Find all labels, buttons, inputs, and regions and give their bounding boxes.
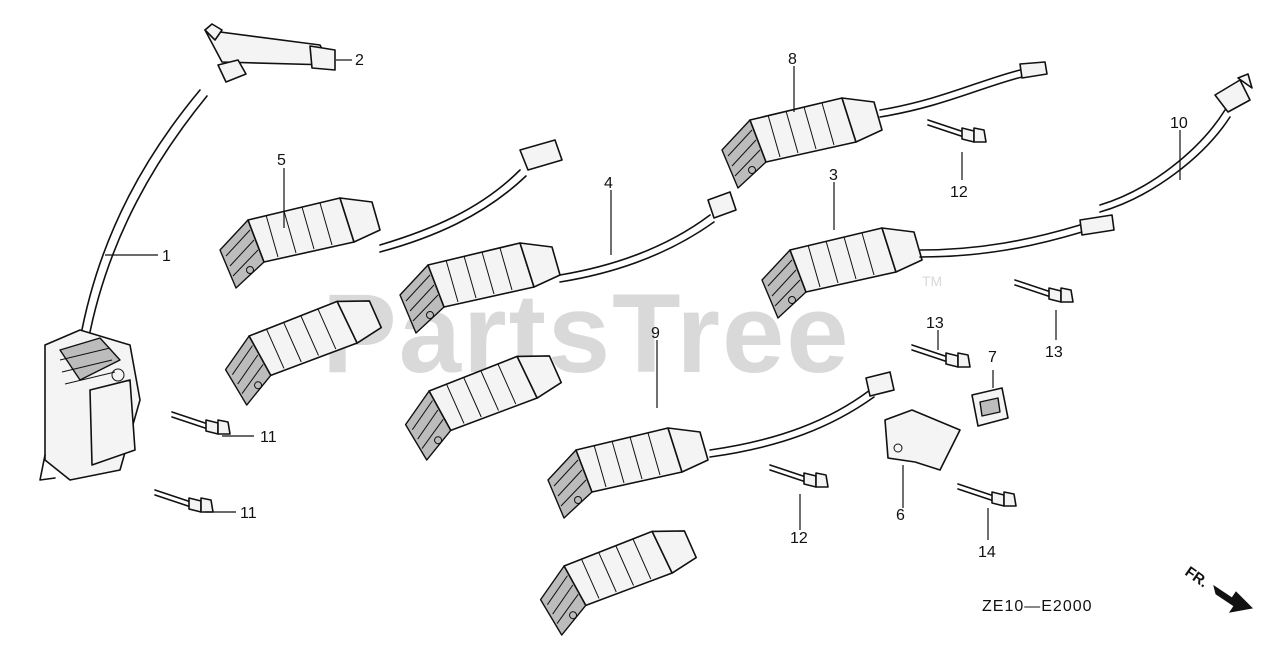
callout-9: 9: [651, 325, 660, 342]
callout-10: 10: [1170, 115, 1188, 132]
front-arrow-icon: [1213, 584, 1254, 613]
bolt-12b: [769, 464, 829, 488]
bolt-12a: [927, 119, 987, 143]
leader-lines: [105, 66, 1181, 540]
callout-13b: 13: [1045, 344, 1063, 361]
callout-4: 4: [604, 175, 613, 192]
diagram-code: ZE10—E2000: [982, 598, 1093, 615]
part-coil-8: [721, 61, 1048, 189]
callout-8: 8: [788, 51, 797, 68]
bolt-13a: [1014, 279, 1074, 303]
callout-11a: 11: [260, 429, 277, 446]
part-coil-5: [217, 139, 563, 409]
watermark-tm: TM: [922, 273, 942, 289]
callout-14: 14: [978, 544, 996, 561]
callout-1: 1: [162, 248, 171, 265]
bolt-13b: [911, 344, 971, 368]
bolt-14: [957, 483, 1017, 507]
callout-12a: 12: [950, 184, 968, 201]
part-cord-10: [1099, 73, 1253, 213]
part-ignition-coil: [39, 89, 208, 481]
front-indicator: FR.: [1182, 563, 1254, 613]
callout-11b: 11: [240, 505, 257, 522]
callout-5: 5: [277, 152, 286, 169]
callout-12b: 12: [790, 530, 808, 547]
front-label: FR.: [1182, 563, 1212, 591]
callout-13a: 13: [926, 315, 944, 332]
part-coil-4: [397, 191, 737, 464]
part-bracket-6: [884, 409, 961, 471]
part-grommet-7: [971, 387, 1009, 427]
bolt-11b: [154, 489, 214, 513]
callout-7: 7: [988, 349, 997, 366]
bolt-11a: [171, 411, 231, 435]
callout-3: 3: [829, 167, 838, 184]
callout-6: 6: [896, 507, 905, 524]
part-coil-9: [532, 371, 895, 639]
part-coil-3: [761, 214, 1115, 319]
callout-2: 2: [355, 52, 364, 69]
part-plug-cap: [204, 23, 352, 83]
